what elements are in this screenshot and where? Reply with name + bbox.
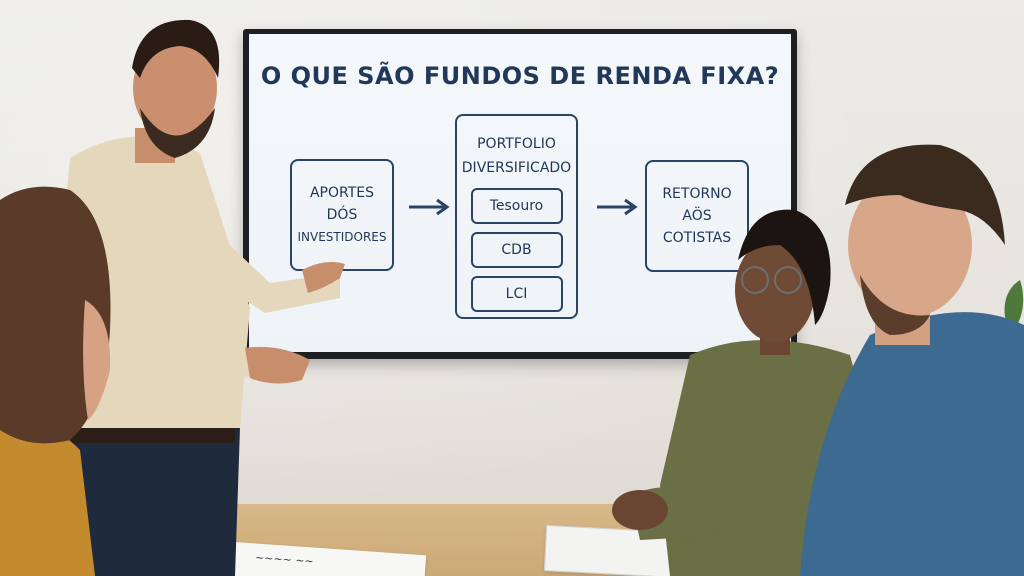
box-portfolio: PORTFOLIO DIVERSIFICADO Tesouro CDB LCI	[455, 114, 578, 319]
portfolio-item-tesouro: Tesouro	[470, 188, 563, 224]
arrow-right-icon	[409, 198, 450, 216]
wall-tv: O QUE SÃO FUNDOS DE RENDA FIXA? APORTES …	[243, 29, 797, 359]
box-retorno-line-1: RETORNO	[662, 186, 732, 202]
portfolio-heading: PORTFOLIO DIVERSIFICADO	[462, 132, 571, 180]
box-retorno-line-3: COTISTAS	[662, 230, 732, 246]
portfolio-heading-line-1: PORTFOLIO	[477, 136, 556, 152]
woman-left-person	[0, 186, 111, 576]
box-aportes-line-1: APORTES	[309, 185, 375, 201]
portfolio-heading-line-2: DIVERSIFICADO	[461, 160, 572, 176]
box-aportes: APORTES DÓS INVESTIDORES	[290, 159, 394, 271]
box-retorno: RETORNO AÖS COTISTAS	[645, 160, 749, 272]
seated-man-person	[800, 144, 1024, 576]
box-retorno-line-2: AÖS	[682, 208, 712, 224]
portfolio-item-cdb: CDB	[470, 232, 563, 268]
box-aportes-line-3: INVESTIDORES	[297, 230, 387, 244]
tv-screen: O QUE SÃO FUNDOS DE RENDA FIXA? APORTES …	[249, 34, 791, 352]
portfolio-item-lci: LCI	[470, 276, 563, 312]
box-aportes-line-2: DÓS	[326, 207, 358, 223]
slide-title: O QUE SÃO FUNDOS DE RENDA FIXA?	[260, 62, 780, 90]
arrow-right-icon	[597, 198, 638, 216]
